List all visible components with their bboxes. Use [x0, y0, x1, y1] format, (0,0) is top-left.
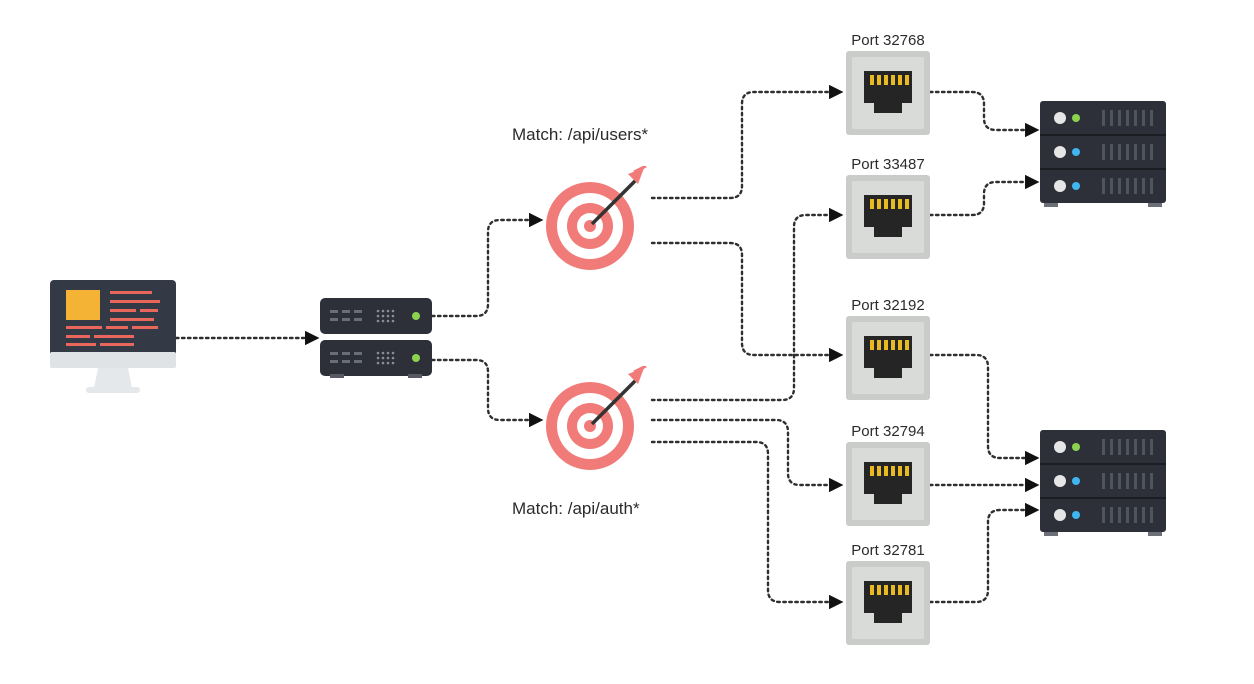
port-label: Port 32781: [851, 542, 924, 559]
link-users-port-32768: [650, 84, 844, 200]
port-node: Port 32794: [846, 423, 930, 526]
link-users-port-32192: [650, 241, 844, 363]
connectors: [174, 84, 1040, 610]
link-auth-port-32781: [650, 440, 844, 610]
link-auth-port-33487: [650, 207, 844, 402]
ethernet-port-icon: [846, 175, 930, 259]
port-node: Port 32192: [846, 297, 930, 400]
ethernet-port-icon: [846, 316, 930, 400]
port-node: Port 33487: [846, 156, 930, 259]
port-label: Port 32794: [851, 423, 924, 440]
server-rack-icon: [1040, 101, 1166, 207]
match-label-users: Match: /api/users*: [512, 125, 648, 144]
ethernet-port-icon: [846, 442, 930, 526]
link-auth-port-32794: [650, 418, 844, 493]
port-node: Port 32768: [846, 32, 930, 135]
port-label: Port 32192: [851, 297, 924, 314]
link-balancer-users-rule: [430, 212, 544, 318]
port-node: Port 32781: [846, 542, 930, 645]
server-rack-icon: [1040, 430, 1166, 536]
load-balancer-icon: [320, 298, 432, 378]
target-icon: [544, 166, 648, 272]
ethernet-port-icon: [846, 51, 930, 135]
port-label: Port 33487: [851, 156, 924, 173]
link-port-32192-server-2: [928, 353, 1040, 466]
desktop-monitor-icon: [50, 280, 176, 393]
match-label-auth: Match: /api/auth*: [512, 499, 640, 518]
port-label: Port 32768: [851, 32, 924, 49]
link-port-32781-server-2: [928, 502, 1040, 604]
link-balancer-auth-rule: [430, 358, 544, 428]
target-icon: [544, 366, 648, 472]
rule-auth: Match: /api/auth*: [512, 366, 648, 518]
ethernet-port-icon: [846, 561, 930, 645]
link-port-33487-server-1: [928, 174, 1040, 217]
link-port-32768-server-1: [928, 90, 1040, 138]
rule-users: Match: /api/users*: [512, 125, 648, 272]
